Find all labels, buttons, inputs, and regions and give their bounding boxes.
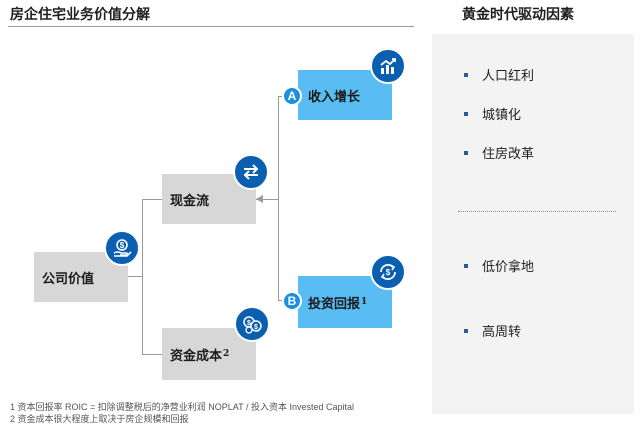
coins-icon: $ $ [234, 306, 270, 342]
bullet-icon [464, 263, 468, 268]
page-title: 房企住宅业务价值分解 [10, 7, 150, 23]
svg-text:$: $ [120, 241, 125, 250]
panel-divider [458, 211, 616, 212]
footnote-capital-cost: 2 资金成本很大程度上取决于房企规模和回报 [10, 414, 189, 424]
svg-text:$: $ [386, 268, 391, 277]
title-underline [8, 26, 414, 27]
footnote-roic: 1 资本回报率 ROIC = 扣除调整税后的净营业利润 NOPLAT / 投入资… [10, 402, 354, 412]
company-value-label: 公司价值 [42, 271, 95, 287]
connector-line [142, 354, 162, 355]
footnote-marker: 1 [361, 297, 368, 307]
cashflow-label: 现金流 [170, 193, 210, 209]
drivers-panel [432, 34, 634, 414]
bullet-icon [464, 72, 468, 77]
factor-item-urbanization: 城镇化 [464, 104, 521, 123]
roic-label: 投资回报 [308, 296, 361, 312]
factor-item-cheap-land: 低价拿地 [464, 256, 534, 275]
factor-item-housing-reform: 住房改革 [464, 143, 534, 162]
bullet-icon [464, 111, 468, 116]
drivers-title: 黄金时代驱动因素 [462, 7, 574, 23]
growth-chart-icon [370, 48, 406, 84]
bullet-icon [464, 328, 468, 333]
capital-cost-label: 资金成本 [170, 348, 223, 364]
arrowhead-icon [256, 195, 263, 203]
footnote-marker: 2 [223, 349, 230, 359]
bullet-icon [464, 150, 468, 155]
connector-line [142, 199, 162, 200]
connector-line [128, 276, 142, 277]
refresh-dollar-icon: $ [370, 254, 406, 290]
connector-line [142, 199, 143, 354]
exchange-arrows-icon [233, 154, 269, 190]
factor-item-population: 人口红利 [464, 65, 534, 84]
badge-a: A [282, 86, 302, 106]
svg-text:$: $ [247, 320, 251, 327]
income-growth-label: 收入增长 [308, 89, 361, 105]
money-hand-icon: $ [104, 230, 140, 266]
factor-item-high-turnover: 高周转 [464, 321, 521, 340]
svg-text:$: $ [254, 324, 258, 331]
connector-line [256, 199, 278, 200]
badge-b: B [282, 291, 302, 311]
connector-line [278, 96, 279, 300]
